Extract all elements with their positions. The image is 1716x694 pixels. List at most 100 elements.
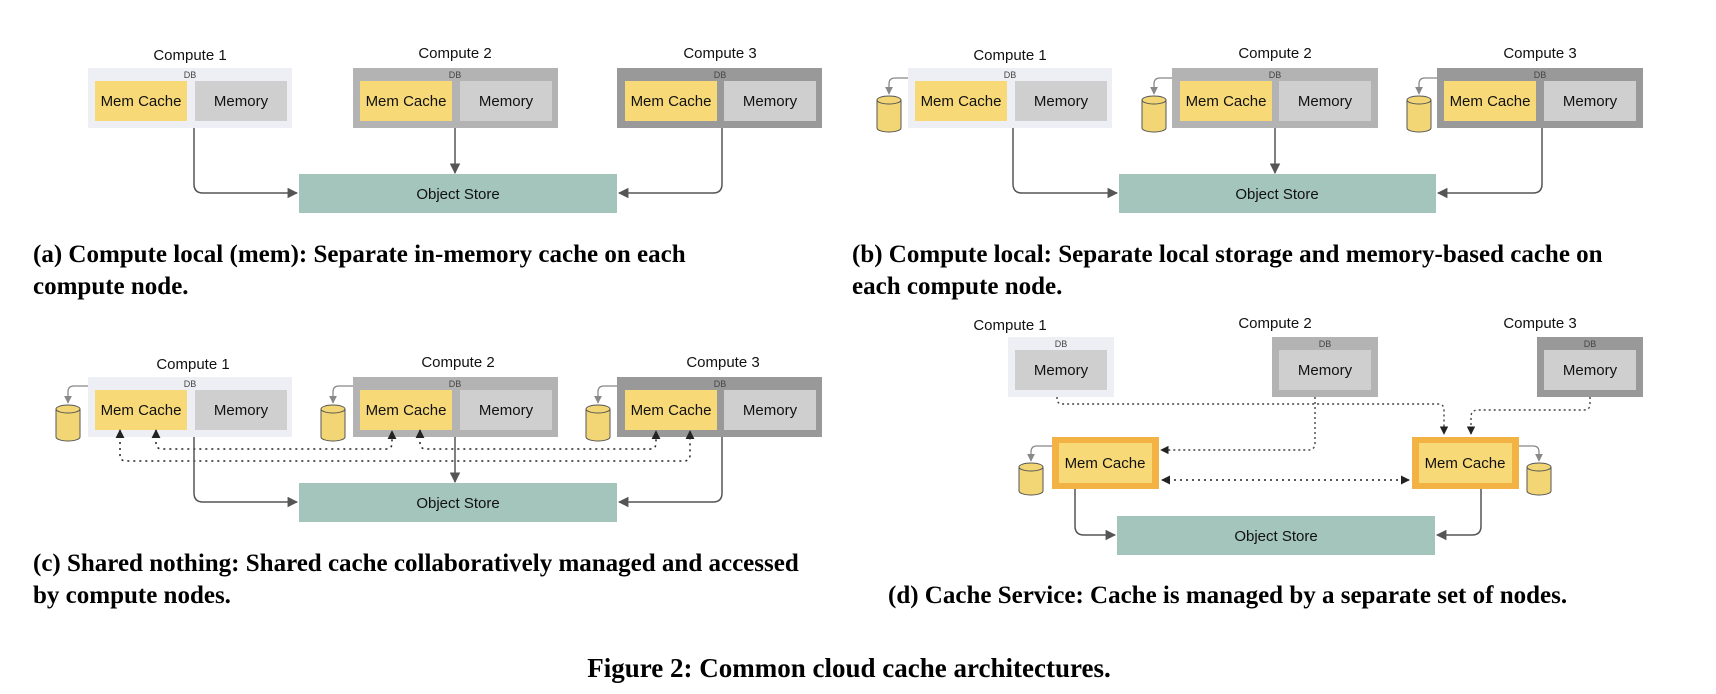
- memory-box: [1279, 81, 1371, 121]
- memory-label: Memory: [479, 402, 534, 419]
- disk-icon: [1406, 95, 1432, 133]
- object-store-label: Object Store: [416, 186, 499, 203]
- panel-b: Compute 1 DB Mem Cache Memory Compute 2 …: [852, 45, 1643, 300]
- mem-cache-label: Mem Cache: [631, 93, 712, 110]
- memory-label: Memory: [1034, 93, 1089, 110]
- compute-1-label: Compute 1: [973, 47, 1046, 64]
- mem-cache-label: Mem Cache: [1425, 455, 1506, 472]
- mem-cache-label: Mem Cache: [1186, 93, 1267, 110]
- caption-b-line1: (b) Compute local: Separate local storag…: [852, 241, 1603, 268]
- compute-2-label: Compute 2: [1238, 45, 1311, 62]
- arrow: [1436, 128, 1543, 199]
- memory-label: Memory: [1298, 93, 1353, 110]
- memory-box: [724, 81, 816, 121]
- arrow: [1012, 128, 1119, 199]
- arrow: [1074, 489, 1117, 541]
- memory-label: Memory: [1034, 362, 1089, 379]
- arrow: [64, 385, 88, 404]
- panel-a: Compute 1 DB Mem Cache Memory Compute 2 …: [33, 45, 822, 300]
- memory-box: [195, 390, 287, 430]
- memory-label: Memory: [214, 402, 269, 419]
- arrow: [1415, 77, 1437, 95]
- compute-1-label: Compute 1: [156, 356, 229, 373]
- arrow: [1435, 489, 1482, 541]
- db-label: DB: [184, 379, 197, 389]
- caption-c-line2: by compute nodes.: [33, 582, 231, 609]
- memory-label: Memory: [1563, 93, 1618, 110]
- mem-cache-box: [95, 390, 187, 430]
- mem-cache-box: [625, 81, 717, 121]
- disk-icon: [1018, 462, 1044, 496]
- mem-cache-box: [1419, 443, 1512, 483]
- arrow: [617, 128, 723, 199]
- db-label: DB: [449, 70, 462, 80]
- compute-1-label: Compute 1: [153, 47, 226, 64]
- caption-a-line1: (a) Compute local (mem): Separate in-mem…: [33, 241, 686, 268]
- cache-link: [1160, 397, 1316, 455]
- cache-link: [415, 429, 661, 450]
- db-label: DB: [1534, 70, 1547, 80]
- db-label: DB: [1004, 70, 1017, 80]
- arrow: [193, 437, 299, 508]
- db-label: DB: [714, 379, 727, 389]
- db-label: DB: [1584, 339, 1597, 349]
- arrow: [193, 128, 299, 199]
- mem-cache-box: [360, 390, 452, 430]
- disk-icon: [320, 404, 346, 442]
- object-store-box: [299, 483, 617, 522]
- mem-cache-label: Mem Cache: [101, 93, 182, 110]
- memory-label: Memory: [214, 93, 269, 110]
- memory-box: [460, 390, 552, 430]
- mem-cache-label: Mem Cache: [631, 402, 712, 419]
- cache-link: [115, 429, 695, 462]
- mem-cache-box: [95, 81, 187, 121]
- mem-cache-box: [1059, 443, 1152, 483]
- arrow: [1519, 445, 1543, 462]
- compute-2-label: Compute 2: [418, 45, 491, 62]
- memory-box: [1015, 350, 1107, 390]
- arrow: [594, 385, 617, 404]
- object-store-box: [299, 174, 617, 213]
- db-label: DB: [449, 379, 462, 389]
- compute-2-label: Compute 2: [1238, 315, 1311, 332]
- mem-cache-label: Mem Cache: [366, 402, 447, 419]
- db-label: DB: [1055, 339, 1068, 349]
- db-label: DB: [1269, 70, 1282, 80]
- arrow: [329, 385, 353, 404]
- mem-cache-label: Mem Cache: [1065, 455, 1146, 472]
- memory-box: [460, 81, 552, 121]
- object-store-box: [1117, 516, 1435, 555]
- memory-label: Memory: [479, 93, 534, 110]
- mem-cache-label: Mem Cache: [101, 402, 182, 419]
- object-store-label: Object Store: [1235, 186, 1318, 203]
- memory-box: [1279, 350, 1371, 390]
- caption-b-line2: each compute node.: [852, 273, 1062, 300]
- compute-2-label: Compute 2: [421, 354, 494, 371]
- panel-d: Compute 1 DB Memory Compute 2 DB Memory …: [888, 315, 1643, 609]
- object-store-label: Object Store: [1234, 528, 1317, 545]
- caption-c-line1: (c) Shared nothing: Shared cache collabo…: [33, 550, 799, 577]
- mem-cache-box: [625, 390, 717, 430]
- compute-3-label: Compute 3: [686, 354, 759, 371]
- cache-link: [1466, 397, 1591, 435]
- memory-box: [1544, 350, 1636, 390]
- caption-a-line2: compute node.: [33, 273, 189, 300]
- compute-3-label: Compute 3: [683, 45, 756, 62]
- db-label: DB: [184, 70, 197, 80]
- mem-cache-box: [915, 81, 1007, 121]
- cache-link: [1056, 397, 1449, 435]
- mem-cache-label: Mem Cache: [1450, 93, 1531, 110]
- arrow: [1027, 445, 1052, 462]
- arrow: [1150, 77, 1172, 95]
- memory-label: Memory: [1563, 362, 1618, 379]
- db-label: DB: [714, 70, 727, 80]
- mem-cache-label: Mem Cache: [366, 93, 447, 110]
- compute-3-label: Compute 3: [1503, 45, 1576, 62]
- disk-icon: [1141, 95, 1167, 133]
- object-store-box: [1119, 174, 1436, 213]
- disk-icon: [585, 404, 611, 442]
- cache-link: [151, 429, 397, 450]
- object-store-label: Object Store: [416, 495, 499, 512]
- memory-box: [1544, 81, 1636, 121]
